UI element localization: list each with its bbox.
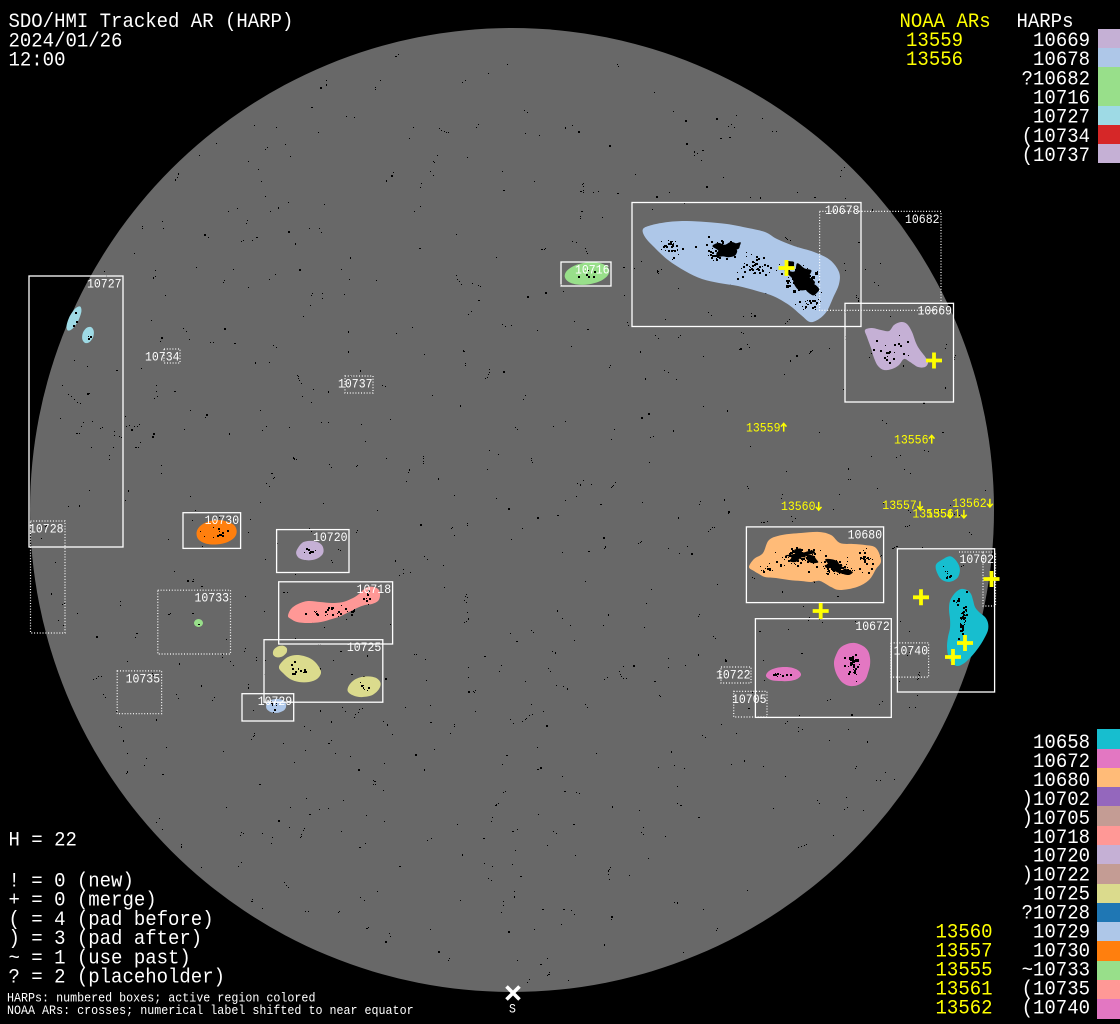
- svg-text:13561: 13561: [926, 507, 960, 522]
- svg-text:10669: 10669: [1033, 28, 1090, 52]
- svg-text:2024/01/26: 2024/01/26: [9, 29, 123, 53]
- svg-text:10730: 10730: [205, 514, 239, 529]
- svg-text:)10722: )10722: [1022, 863, 1090, 887]
- svg-text:10680: 10680: [848, 528, 882, 543]
- svg-text:)10702: )10702: [1022, 787, 1090, 811]
- svg-text:13556: 13556: [906, 47, 963, 71]
- svg-text:(10734: (10734: [1022, 124, 1090, 148]
- svg-text:12:00: 12:00: [9, 48, 66, 72]
- svg-text:? = 2 (placeholder): ? = 2 (placeholder): [9, 965, 225, 989]
- svg-text:~ = 1 (use past): ~ = 1 (use past): [9, 946, 191, 970]
- svg-text:13557: 13557: [936, 939, 993, 963]
- svg-text:10718: 10718: [1033, 825, 1090, 849]
- svg-text:13560: 13560: [936, 920, 993, 944]
- svg-text:10705: 10705: [732, 692, 766, 707]
- svg-text:10722: 10722: [716, 668, 750, 683]
- svg-text:( = 4 (pad before): ( = 4 (pad before): [9, 907, 214, 931]
- svg-text:10678: 10678: [825, 203, 859, 218]
- svg-text:) = 3 (pad after): ) = 3 (pad after): [9, 926, 203, 950]
- svg-text:10733: 10733: [195, 591, 229, 606]
- svg-text:13562: 13562: [936, 996, 993, 1020]
- svg-text:13562: 13562: [952, 496, 986, 511]
- svg-text:10678: 10678: [1033, 47, 1090, 71]
- svg-text:10669: 10669: [918, 304, 952, 319]
- svg-text:10718: 10718: [357, 583, 391, 598]
- svg-text:10728: 10728: [29, 522, 63, 537]
- svg-text:10716: 10716: [1033, 86, 1090, 110]
- svg-text:13557: 13557: [882, 499, 916, 514]
- svg-text:HARPs: numbered boxes; active: HARPs: numbered boxes; active region col…: [7, 991, 315, 1006]
- svg-text:H = 22: H = 22: [9, 828, 77, 852]
- svg-text:10727: 10727: [1033, 105, 1090, 129]
- svg-text:13560: 13560: [781, 499, 815, 514]
- svg-text:10740: 10740: [894, 644, 928, 659]
- svg-text:10682: 10682: [905, 212, 939, 227]
- svg-text:13555: 13555: [912, 507, 946, 522]
- svg-text:10716: 10716: [575, 263, 609, 278]
- svg-text:10737: 10737: [338, 377, 372, 392]
- svg-text:(10740: (10740: [1022, 996, 1090, 1020]
- svg-text:S: S: [509, 1002, 516, 1017]
- svg-text:13559: 13559: [906, 28, 963, 52]
- svg-text:10729: 10729: [258, 695, 292, 710]
- svg-text:NOAA ARs: crosses; numerical l: NOAA ARs: crosses; numerical label shift…: [7, 1004, 414, 1019]
- svg-text:10729: 10729: [1033, 920, 1090, 944]
- svg-text:10720: 10720: [1033, 844, 1090, 868]
- svg-text:10734: 10734: [145, 350, 179, 365]
- svg-text:NOAA ARs: NOAA ARs: [900, 9, 991, 33]
- svg-text:HARPs: HARPs: [1017, 9, 1074, 33]
- svg-text:13556: 13556: [894, 433, 928, 448]
- svg-text:10730: 10730: [1033, 939, 1090, 963]
- svg-text:10658: 10658: [1033, 730, 1090, 754]
- svg-text:10672: 10672: [855, 620, 889, 635]
- svg-text:10725: 10725: [347, 641, 381, 656]
- svg-text:13559: 13559: [746, 421, 780, 436]
- svg-text:+ = 0 (merge): + = 0 (merge): [9, 888, 157, 912]
- svg-text:(10737: (10737: [1022, 143, 1090, 167]
- svg-text:10727: 10727: [87, 277, 121, 292]
- svg-text:)10705: )10705: [1022, 806, 1090, 830]
- svg-text:10702: 10702: [960, 552, 994, 567]
- svg-text:13561: 13561: [936, 977, 993, 1001]
- svg-text:~10733: ~10733: [1022, 958, 1090, 982]
- svg-text:(10735: (10735: [1022, 977, 1090, 1001]
- svg-text:13555: 13555: [936, 958, 993, 982]
- svg-text:10680: 10680: [1033, 768, 1090, 792]
- svg-text:10735: 10735: [126, 672, 160, 687]
- svg-text:SDO/HMI Tracked AR (HARP): SDO/HMI Tracked AR (HARP): [9, 9, 294, 33]
- svg-text:?10728: ?10728: [1022, 901, 1090, 925]
- svg-text:! = 0 (new): ! = 0 (new): [9, 869, 134, 893]
- svg-text:10672: 10672: [1033, 749, 1090, 773]
- svg-text:10725: 10725: [1033, 882, 1090, 906]
- svg-text:?10682: ?10682: [1022, 67, 1090, 91]
- svg-text:10720: 10720: [313, 531, 347, 546]
